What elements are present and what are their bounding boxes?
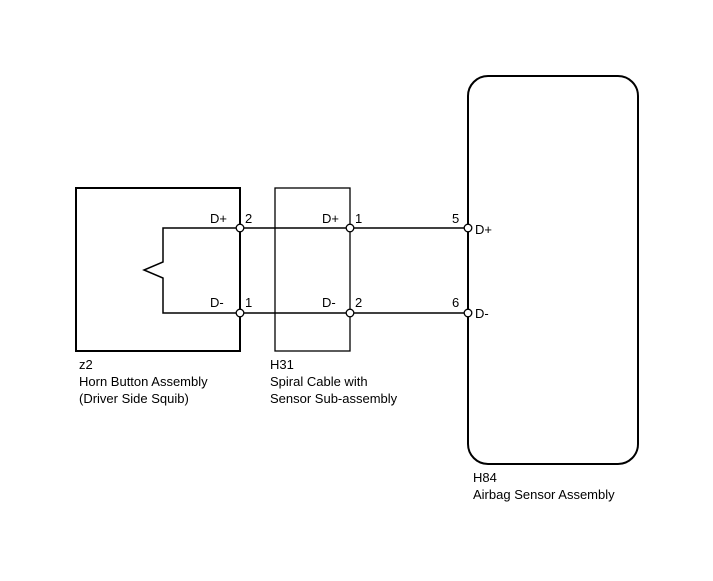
spiral-dplus-pin-number: 1: [355, 211, 362, 226]
airbag-dminus-signal-label: D-: [475, 306, 489, 321]
spiral-dminus-signal-label: D-: [322, 295, 336, 310]
squib-symbol: [142, 227, 240, 314]
spiral-component-name-line2: Sensor Sub-assembly: [270, 391, 398, 406]
horn-dplus-signal-label: D+: [210, 211, 227, 226]
spiral-component-name-line1: Spiral Cable with: [270, 374, 368, 389]
horn-dplus-pin-number: 2: [245, 211, 252, 226]
horn-component-name-line2: (Driver Side Squib): [79, 391, 189, 406]
airbag-dplus-signal-label: D+: [475, 222, 492, 237]
airbag-component-code: H84: [473, 470, 497, 485]
spiral-dminus-terminal: [345, 308, 355, 318]
airbag-dminus-pin-number: 6: [452, 295, 459, 310]
spiral-dplus-signal-label: D+: [322, 211, 339, 226]
airbag-component-name-line1: Airbag Sensor Assembly: [473, 487, 615, 502]
spiral-dplus-terminal: [345, 223, 355, 233]
spiral-cable-box: [274, 187, 351, 352]
airbag-dplus-terminal: [463, 223, 473, 233]
horn-component-name-line1: Horn Button Assembly: [79, 374, 208, 389]
spiral-dminus-pin-number: 2: [355, 295, 362, 310]
horn-button-assembly-box: [75, 187, 241, 352]
horn-dminus-terminal: [235, 308, 245, 318]
airbag-sensor-assembly-box: [467, 75, 639, 465]
airbag-dplus-pin-number: 5: [452, 211, 459, 226]
horn-dminus-pin-number: 1: [245, 295, 252, 310]
horn-dplus-terminal: [235, 223, 245, 233]
horn-dminus-signal-label: D-: [210, 295, 224, 310]
spiral-component-code: H31: [270, 357, 294, 372]
horn-component-code: z2: [79, 357, 93, 372]
airbag-dminus-terminal: [463, 308, 473, 318]
